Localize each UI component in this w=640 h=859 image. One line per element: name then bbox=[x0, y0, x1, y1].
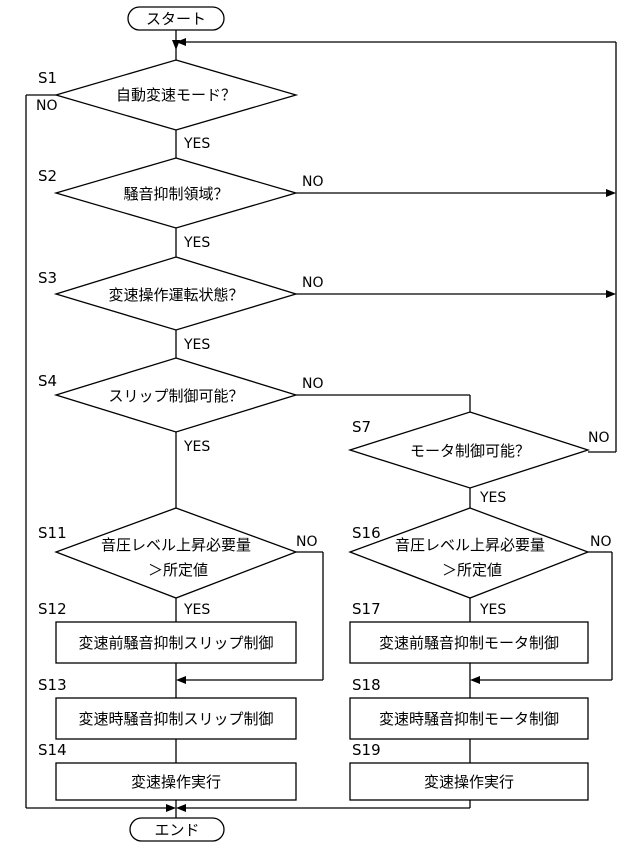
arrow-s3-no bbox=[606, 290, 616, 298]
s7-yes-label: YES bbox=[479, 490, 506, 506]
decision-s4: スリップ制御可能？ bbox=[53, 357, 299, 433]
arrow-loop-left bbox=[176, 38, 186, 46]
step-s7-label: S7 bbox=[352, 418, 371, 436]
end-label: エンド bbox=[154, 821, 199, 839]
step-s16-label: S16 bbox=[352, 524, 381, 542]
process-s18-text: 変速時騒音抑制モータ制御 bbox=[379, 710, 559, 728]
decision-s3: 変速操作運転状態？ bbox=[53, 256, 299, 331]
step-s18-label: S18 bbox=[352, 676, 381, 694]
step-s12-label: S12 bbox=[38, 600, 67, 618]
decision-s11-text-line1: 音圧レベル上昇必要量 bbox=[101, 536, 251, 554]
step-s3-label: S3 bbox=[38, 269, 57, 287]
process-s14: 変速操作実行 bbox=[55, 762, 297, 801]
process-s19-text: 変速操作実行 bbox=[424, 773, 514, 791]
decision-s1: 自動変速モード？ bbox=[53, 59, 299, 131]
connectors bbox=[25, 30, 617, 818]
arrow-s11-no bbox=[176, 676, 186, 684]
step-s14-label: S14 bbox=[38, 741, 67, 759]
step-s19-label: S19 bbox=[352, 741, 381, 759]
step-s11-label: S11 bbox=[38, 524, 67, 542]
step-s1-label: S1 bbox=[38, 69, 57, 87]
process-s12: 変速前騒音抑制スリップ制御 bbox=[55, 621, 297, 664]
process-s18: 変速時騒音抑制モータ制御 bbox=[349, 697, 589, 740]
start-terminal: スタート bbox=[127, 6, 225, 31]
decision-s1-text: 自動変速モード？ bbox=[116, 86, 236, 104]
s4-no-label: NO bbox=[302, 376, 324, 392]
decision-s2-text: 騒音抑制領域？ bbox=[123, 185, 228, 203]
s7-no-label: NO bbox=[588, 430, 610, 446]
decision-s7: モータ制御可能？ bbox=[347, 411, 591, 489]
s11-yes-label: YES bbox=[183, 602, 210, 618]
decision-s16: 音圧レベル上昇必要量 ＞所定値 bbox=[348, 507, 590, 599]
step-s17-label: S17 bbox=[352, 600, 381, 618]
process-s17: 変速前騒音抑制モータ制御 bbox=[349, 621, 589, 664]
process-s17-text: 変速前騒音抑制モータ制御 bbox=[379, 634, 559, 652]
end-terminal: エンド bbox=[129, 817, 225, 842]
arrow-s19-end bbox=[176, 804, 186, 812]
decision-s11-text-line2: ＞所定値 bbox=[148, 561, 208, 579]
s16-no-label: NO bbox=[590, 534, 612, 550]
arrow-s16-no bbox=[470, 676, 480, 684]
decision-s7-text: モータ制御可能？ bbox=[410, 442, 530, 460]
decision-s2: 騒音抑制領域？ bbox=[53, 157, 299, 229]
process-s14-text: 変速操作実行 bbox=[131, 773, 221, 791]
step-s13-label: S13 bbox=[38, 676, 67, 694]
s1-no-label: NO bbox=[36, 98, 58, 114]
arrow-s2-no bbox=[606, 189, 616, 197]
arrow-s1-no-end bbox=[166, 804, 176, 812]
s11-no-label: NO bbox=[296, 534, 318, 550]
decision-s16-text-line2: ＞所定値 bbox=[442, 561, 502, 579]
s2-yes-label: YES bbox=[183, 235, 210, 251]
decision-s11: 音圧レベル上昇必要量 ＞所定値 bbox=[54, 507, 298, 599]
process-s12-text: 変速前騒音抑制スリップ制御 bbox=[78, 634, 273, 652]
s2-no-label: NO bbox=[302, 174, 324, 190]
decision-s4-text: スリップ制御可能？ bbox=[108, 387, 243, 405]
process-s13-text: 変速時騒音抑制スリップ制御 bbox=[78, 710, 273, 728]
s1-yes-label: YES bbox=[183, 136, 210, 152]
s3-no-label: NO bbox=[302, 275, 324, 291]
s3-yes-label: YES bbox=[183, 337, 210, 353]
s4-yes-label: YES bbox=[183, 439, 210, 455]
step-s4-label: S4 bbox=[38, 372, 57, 390]
decision-s3-text: 変速操作運転状態？ bbox=[108, 286, 243, 304]
step-s2-label: S2 bbox=[38, 167, 57, 185]
decision-s16-text-line1: 音圧レベル上昇必要量 bbox=[395, 536, 545, 554]
s16-yes-label: YES bbox=[479, 602, 506, 618]
start-label: スタート bbox=[146, 10, 206, 28]
process-s19: 変速操作実行 bbox=[349, 762, 589, 801]
arrowheads bbox=[166, 38, 616, 812]
process-s13: 変速時騒音抑制スリップ制御 bbox=[55, 697, 297, 740]
